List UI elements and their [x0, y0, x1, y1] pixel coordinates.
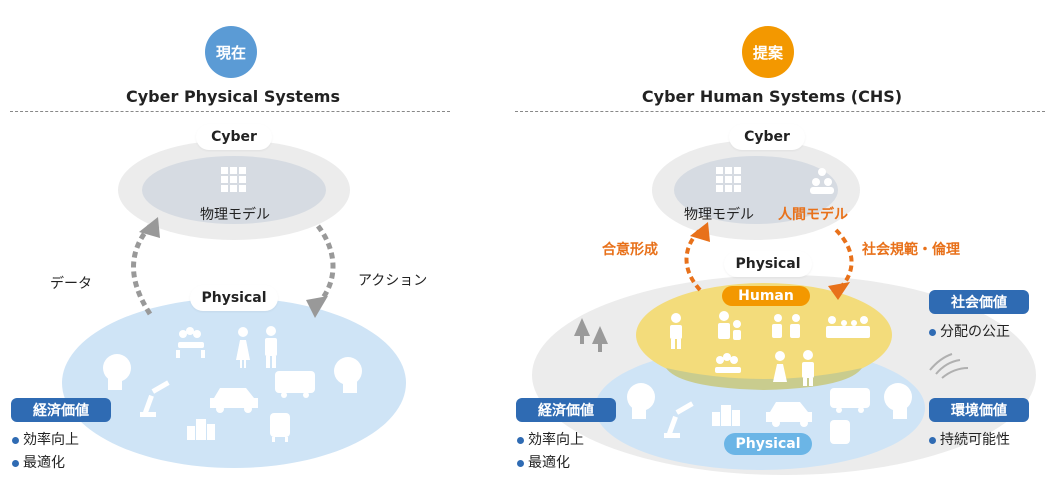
- env-value-tag: 環境価値: [929, 398, 1029, 422]
- meeting-icon: [176, 327, 205, 358]
- human-tag: Human: [722, 286, 810, 306]
- parent-child-icon: [718, 311, 741, 340]
- ethics-arrow: [834, 228, 854, 290]
- right-model-label: 物理モデル: [684, 207, 754, 223]
- social-bullet-fair-distribution: 分配の公正: [929, 321, 1010, 341]
- right-economic-value-tag: 経済価値: [516, 398, 616, 422]
- physical-tag: Physical: [724, 433, 812, 455]
- current-badge: 現在: [205, 26, 257, 78]
- ai-head-icon: [103, 354, 131, 390]
- right-physical-icons: [627, 383, 912, 444]
- left-cyber-pill: Cyber: [196, 124, 272, 150]
- building-icon-r: [712, 405, 740, 426]
- human-model-label: 人間モデル: [778, 207, 848, 223]
- ethics-label: 社会規範・倫理: [862, 242, 960, 258]
- building-icon: [187, 419, 215, 440]
- left-bullet-efficiency: 効率向上: [12, 429, 79, 449]
- elderly-icon: [772, 314, 800, 338]
- left-model-label: 物理モデル: [200, 207, 270, 223]
- data-label: データ: [50, 276, 92, 292]
- man-icon: [265, 326, 277, 368]
- person-icon: [670, 313, 682, 349]
- proposal-badge: 提案: [742, 26, 794, 78]
- left-panel-title: Cyber Physical Systems: [126, 87, 340, 106]
- left-data-arrow: [131, 224, 153, 316]
- ai-head-icon-2: [334, 357, 362, 393]
- train-icon-r: [830, 420, 850, 444]
- ai-head-icon-r1: [627, 383, 655, 419]
- left-data-arrowhead: [139, 217, 160, 238]
- man-icon-right: [802, 350, 814, 386]
- right-cyber-inner: [674, 156, 838, 224]
- consensus-arrow: [684, 228, 702, 292]
- woman-icon-right: [773, 351, 787, 382]
- trees-icon: [574, 318, 608, 352]
- ai-head-icon-r2: [884, 383, 912, 419]
- right-human-ellipse: [636, 283, 892, 387]
- train-icon: [270, 413, 290, 442]
- left-physical-pill: Physical: [190, 285, 278, 311]
- left-economic-value-tag: 経済価値: [11, 398, 111, 422]
- left-bullet-optimization: 最適化: [12, 452, 65, 472]
- social-value-tag: 社会価値: [929, 290, 1029, 314]
- human-icons: [670, 311, 870, 386]
- family-icon: [826, 316, 870, 338]
- env-bullet-sustainability: 持続可能性: [929, 429, 1010, 449]
- left-physical-icons: [103, 326, 362, 442]
- right-bullet-optimization: 最適化: [517, 452, 570, 472]
- right-physical-pill: Physical: [724, 251, 812, 277]
- robot-arm-icon: [140, 380, 170, 417]
- left-action-arrowhead: [306, 296, 328, 318]
- robot-arm-icon-r: [664, 401, 694, 438]
- bus-icon: [275, 371, 315, 398]
- left-title-divider: [10, 111, 450, 112]
- consensus-label: 合意形成: [602, 242, 658, 258]
- ethics-arrowhead: [828, 282, 850, 300]
- action-label: アクション: [358, 273, 428, 289]
- car-icon-r: [766, 402, 812, 427]
- woman-icon: [236, 327, 250, 368]
- right-bullet-efficiency: 効率向上: [517, 429, 584, 449]
- right-panel-title: Cyber Human Systems (CHS): [641, 87, 903, 106]
- meeting-icon-right: [715, 353, 741, 373]
- right-grid-icon: [716, 167, 741, 192]
- left-action-arrow: [315, 224, 336, 306]
- consensus-arrowhead: [690, 222, 710, 242]
- left-grid-icon: [221, 167, 246, 192]
- left-physical-ellipse: [62, 298, 406, 468]
- car-icon: [210, 388, 258, 413]
- right-cyber-pill: Cyber: [729, 124, 805, 150]
- wind-icon: [929, 353, 969, 379]
- people-model-icon: [810, 168, 834, 194]
- bus-icon-r: [830, 388, 870, 413]
- right-title-divider: [515, 111, 1045, 112]
